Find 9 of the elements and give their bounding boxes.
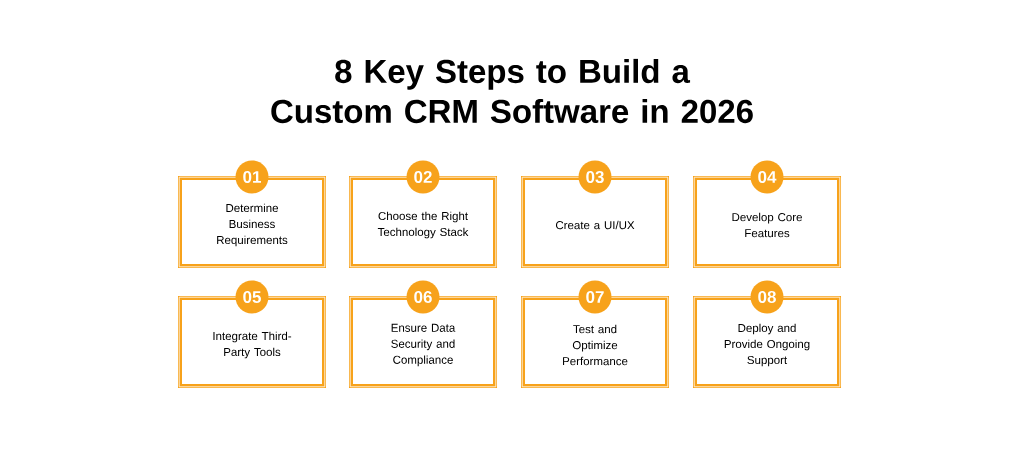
step-box: Choose the Right Technology Stack 02 [349, 160, 497, 268]
step-box: Deploy and Provide Ongoing Support 08 [693, 280, 841, 388]
step-box: Develop Core Features 04 [693, 160, 841, 268]
step-box: Determine Business Requirements 01 [178, 160, 326, 268]
step-box: Test and Optimize Performance 07 [521, 280, 669, 388]
step-box: Integrate Third-Party Tools 05 [178, 280, 326, 388]
step-box: Ensure Data Security and Compliance 06 [349, 280, 497, 388]
step-box: Create a UI/UX 03 [521, 160, 669, 268]
title: 8 Key Steps to Build a Custom CRM Software in 2026 [271, 58, 753, 124]
